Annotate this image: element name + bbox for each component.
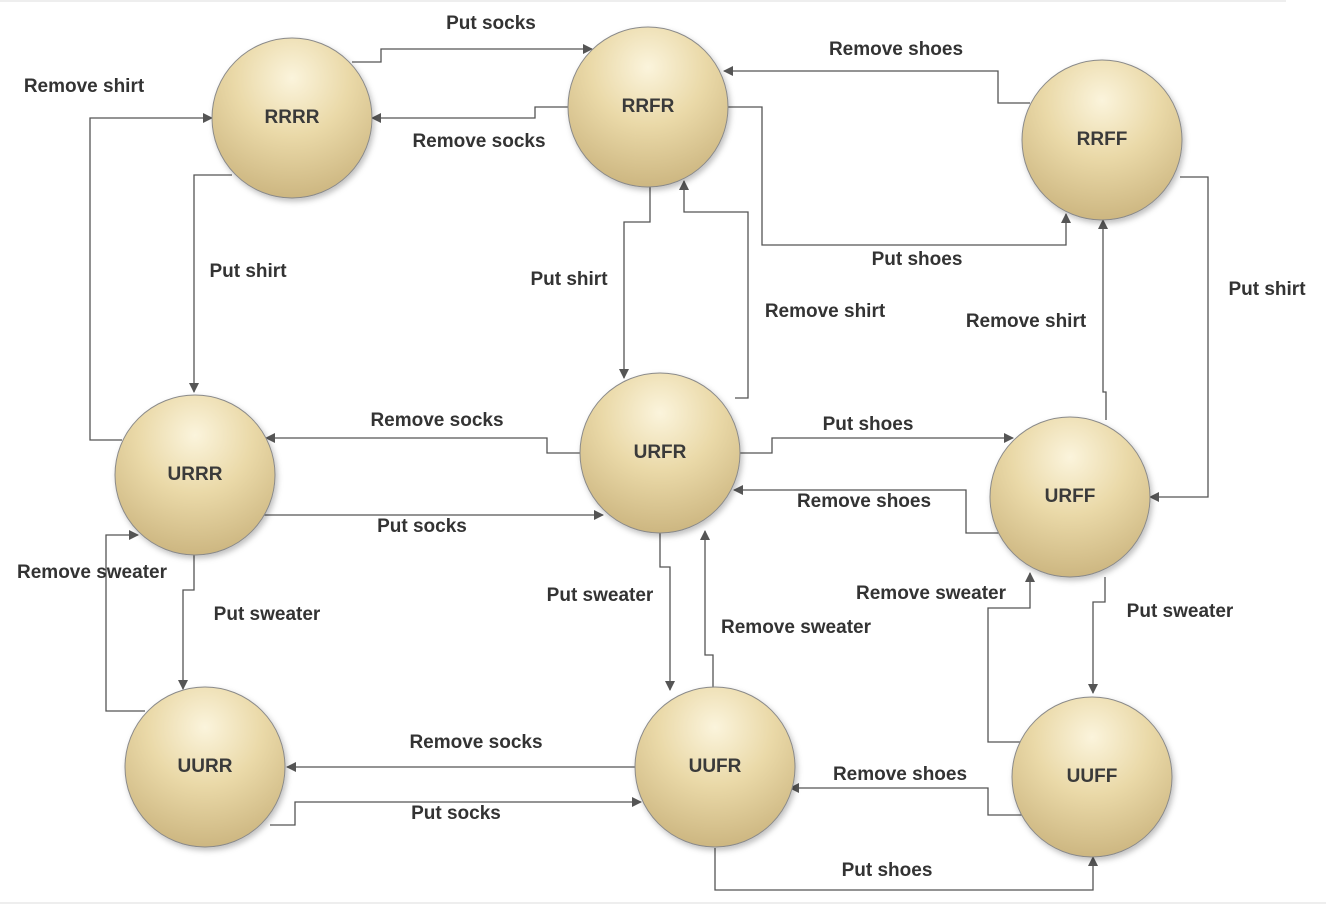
edge-label-rrrr-to-urrr: Put shirt xyxy=(209,261,287,282)
state-node-uufr: UUFR xyxy=(634,686,796,848)
edge-label-uufr-to-uuff: Put shoes xyxy=(842,860,933,881)
edge-label-uuff-to-uufr: Remove shoes xyxy=(833,764,967,785)
edge-urfr-to-urrr xyxy=(265,433,582,454)
state-circle xyxy=(114,394,276,556)
state-circle xyxy=(1021,59,1183,221)
edges xyxy=(89,44,1209,891)
edge-uuff-to-urff xyxy=(987,572,1035,743)
edge-urrr-to-uurr xyxy=(178,555,195,690)
edge-rrrr-to-rrfr xyxy=(352,44,593,63)
state-node-uurr: UURR xyxy=(124,686,286,848)
edge-uuff-to-uufr xyxy=(789,783,1022,816)
edge-rrfr-to-rrff xyxy=(728,106,1071,246)
edge-label-uurr-to-urrr: Remove sweater xyxy=(17,562,168,583)
edge-uurr-to-urrr xyxy=(105,530,145,712)
state-node-urff: URFF xyxy=(989,416,1151,578)
state-label: URRR xyxy=(168,464,223,485)
edge-urff-to-uuff xyxy=(1088,577,1106,694)
edge-label-urfr-to-urff: Put shoes xyxy=(823,414,914,435)
edge-label-uurr-to-uufr: Put socks xyxy=(411,803,501,824)
edge-label-urfr-to-rrfr: Remove shirt xyxy=(765,301,886,322)
state-label: UURR xyxy=(178,756,233,777)
state-node-rrfr: RRFR xyxy=(567,26,729,188)
edge-rrrr-to-urrr xyxy=(189,174,232,393)
edge-label-urfr-to-uufr: Put sweater xyxy=(547,585,654,606)
edge-uufr-to-urfr xyxy=(700,530,714,687)
edge-rrff-to-rrfr xyxy=(723,66,1030,104)
edge-urff-to-urfr xyxy=(733,485,1000,534)
state-circle xyxy=(634,686,796,848)
state-circle xyxy=(567,26,729,188)
edge-urfr-to-uufr xyxy=(659,533,675,691)
edge-label-urrr-to-urfr: Put socks xyxy=(377,516,467,537)
state-node-urfr: URFR xyxy=(579,372,741,534)
edge-label-uufr-to-urfr: Remove sweater xyxy=(721,617,872,638)
edge-label-urrr-to-uurr: Put sweater xyxy=(214,604,321,625)
edge-label-rrrr-to-rrfr: Put socks xyxy=(446,13,536,34)
state-circle xyxy=(1011,696,1173,858)
state-circle xyxy=(211,37,373,199)
edge-urrr-to-rrrr xyxy=(89,113,213,441)
edge-rrfr-to-urfr xyxy=(619,187,651,379)
edge-urfr-to-urff xyxy=(740,433,1014,454)
state-label: URFR xyxy=(634,442,687,463)
edge-label-urfr-to-urrr: Remove socks xyxy=(370,410,503,431)
nodes: RRRR RRFR RRFF URRR URFR URFF UURR UUFR UUFF xyxy=(114,26,1183,858)
state-node-rrff: RRFF xyxy=(1021,59,1183,221)
edge-urfr-to-rrfr xyxy=(679,180,749,399)
edge-rrff-to-urff xyxy=(1149,176,1209,502)
edge-rrfr-to-rrrr xyxy=(371,106,570,123)
edge-uufr-to-uuff xyxy=(714,848,1098,891)
state-circle xyxy=(989,416,1151,578)
state-label: URFF xyxy=(1045,486,1096,507)
state-label: UUFR xyxy=(689,756,742,777)
edge-label-urff-to-urfr: Remove shoes xyxy=(797,491,931,512)
state-label: RRFF xyxy=(1077,129,1128,150)
edge-label-rrfr-to-urfr: Put shirt xyxy=(530,269,608,290)
state-node-uuff: UUFF xyxy=(1011,696,1173,858)
state-circle xyxy=(124,686,286,848)
edge-label-rrfr-to-rrrr: Remove socks xyxy=(412,131,545,152)
state-label: RRFR xyxy=(622,96,675,117)
state-circle xyxy=(579,372,741,534)
state-label: UUFF xyxy=(1067,766,1118,787)
edge-urff-to-rrff xyxy=(1098,219,1108,420)
state-node-rrrr: RRRR xyxy=(211,37,373,199)
edge-label-uufr-to-uurr: Remove socks xyxy=(409,732,542,753)
edge-label-rrfr-to-rrff: Put shoes xyxy=(872,249,963,270)
edge-label-urff-to-rrff: Remove shirt xyxy=(966,311,1087,332)
edge-uurr-to-uufr xyxy=(270,797,642,826)
state-node-urrr: URRR xyxy=(114,394,276,556)
edge-label-urff-to-uuff: Put sweater xyxy=(1127,601,1234,622)
edge-label-rrff-to-urff: Put shirt xyxy=(1228,279,1306,300)
edge-label-uuff-to-urff: Remove sweater xyxy=(856,583,1007,604)
state-label: RRRR xyxy=(265,107,320,128)
edge-label-urrr-to-rrrr: Remove shirt xyxy=(24,76,145,97)
edge-label-rrff-to-rrfr: Remove shoes xyxy=(829,39,963,60)
